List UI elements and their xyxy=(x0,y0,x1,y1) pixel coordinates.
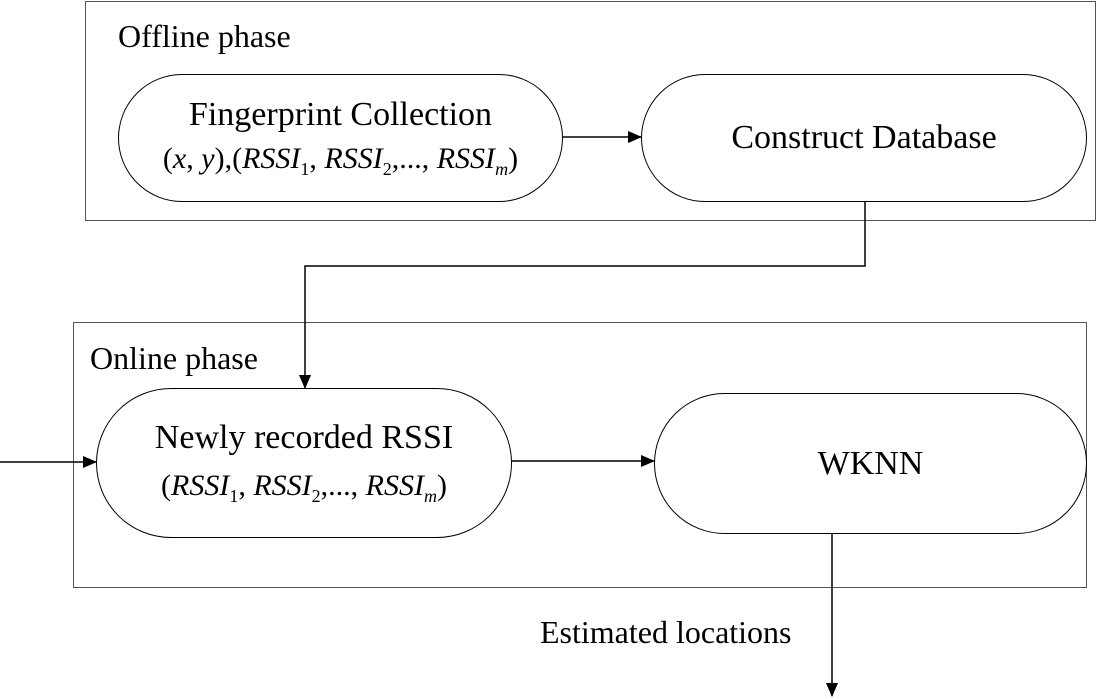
estimated-locations-label: Estimated locations xyxy=(540,614,792,650)
formula-xy: (x, y), xyxy=(162,141,233,175)
newly-recorded-rssi-formula: (RSSI1, RSSI2,..., RSSIm) xyxy=(161,469,447,507)
fingerprint-collection-node: Fingerprint Collection (x, y),(RSSI1, RS… xyxy=(118,74,563,202)
edge-construct-to-newly-recorded xyxy=(299,200,866,389)
construct-database-node: Construct Database xyxy=(641,74,1087,202)
formula-rssi-list-online: (RSSI1, RSSI2,..., RSSIm) xyxy=(161,468,447,506)
newly-recorded-rssi-title: Newly recorded RSSI xyxy=(154,419,454,457)
formula-rssi-list: (RSSI1, RSSI2,..., RSSIm) xyxy=(232,141,519,179)
fingerprint-collection-formula: (x, y),(RSSI1, RSSI2,..., RSSIm) xyxy=(163,142,518,180)
online-phase-label: Online phase xyxy=(90,340,258,376)
offline-phase-label: Offline phase xyxy=(118,18,291,54)
fingerprint-collection-title: Fingerprint Collection xyxy=(188,96,493,134)
wknn-title: WKNN xyxy=(817,444,924,482)
offline-phase-box xyxy=(85,1,1096,221)
construct-database-title: Construct Database xyxy=(731,119,997,157)
newly-recorded-rssi-node: Newly recorded RSSI (RSSI1, RSSI2,..., R… xyxy=(96,388,512,538)
wknn-node: WKNN xyxy=(654,393,1087,534)
